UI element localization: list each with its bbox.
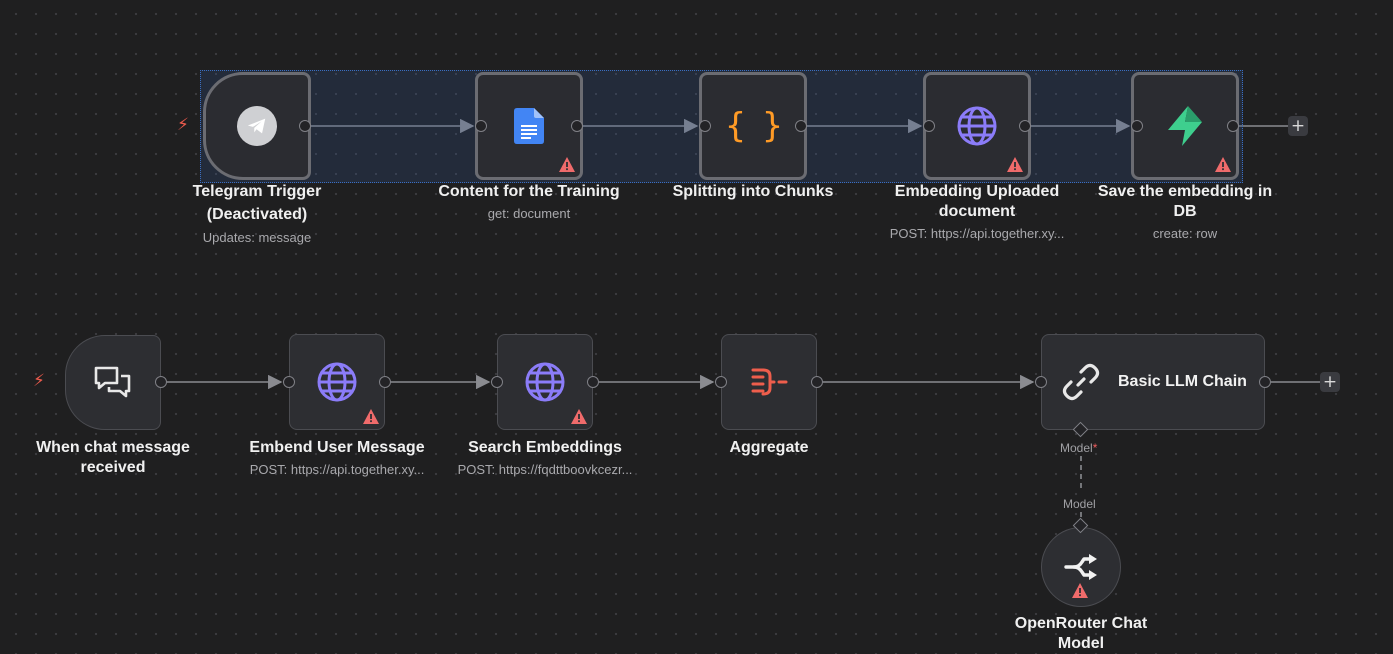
globe-icon xyxy=(525,362,565,402)
search-embeddings-subtitle: POST: https://fqdttboovkcezr... xyxy=(457,462,633,477)
split-input-handle[interactable] xyxy=(699,120,711,132)
splitting-chunks-node[interactable]: { } xyxy=(699,72,807,180)
llm-model-label: Model* xyxy=(1060,441,1098,455)
search-embeddings-title: Search Embeddings xyxy=(468,439,622,456)
embend-input-handle[interactable] xyxy=(283,376,295,388)
telegram-trigger-subtitle: Updates: message xyxy=(202,230,312,245)
search-input-handle[interactable] xyxy=(491,376,503,388)
add-node-plus-icon[interactable]: + xyxy=(1320,372,1340,392)
globe-icon xyxy=(957,106,997,146)
globe-icon xyxy=(317,362,357,402)
aggregate-icon xyxy=(751,368,788,396)
content-training-subtitle: get: document xyxy=(487,206,571,221)
openrouter-icon xyxy=(1064,554,1097,580)
warning-icon xyxy=(363,409,379,424)
embend-user-message-title: Embend User Message xyxy=(249,439,425,456)
embedding-uploaded-subtitle: POST: https://api.together.xy... xyxy=(889,226,1065,241)
telegram-trigger-node[interactable] xyxy=(203,72,311,180)
embedding-uploaded-node[interactable] xyxy=(923,72,1031,180)
save-input-handle[interactable] xyxy=(1131,120,1143,132)
warning-icon xyxy=(1215,157,1231,172)
chat-trigger-node[interactable] xyxy=(65,335,161,430)
warning-icon xyxy=(571,409,587,424)
telegram-output-handle[interactable] xyxy=(299,120,311,132)
telegram-trigger-title: Telegram Trigger(Deactivated) xyxy=(192,183,322,223)
embend-user-message-subtitle: POST: https://api.together.xy... xyxy=(249,462,425,477)
embend-output-handle[interactable] xyxy=(379,376,391,388)
embed-doc-output-handle[interactable] xyxy=(1019,120,1031,132)
link-icon xyxy=(1062,363,1100,401)
content-input-handle[interactable] xyxy=(475,120,487,132)
search-output-handle[interactable] xyxy=(587,376,599,388)
content-training-node[interactable] xyxy=(475,72,583,180)
splitting-chunks-title: Splitting into Chunks xyxy=(672,183,834,200)
code-braces-icon: { } xyxy=(725,106,782,146)
model-edge-label: Model xyxy=(1063,497,1096,511)
google-docs-icon xyxy=(514,108,544,144)
chat-trigger-bolt-icon: ⚡ xyxy=(33,371,45,391)
trigger-bolt-icon: ⚡ xyxy=(177,115,189,135)
warning-icon xyxy=(559,157,575,172)
aggregate-node[interactable] xyxy=(721,334,817,430)
aggregate-input-handle[interactable] xyxy=(715,376,727,388)
save-output-handle[interactable] xyxy=(1227,120,1239,132)
llm-input-handle[interactable] xyxy=(1035,376,1047,388)
basic-llm-chain-node[interactable]: Basic LLM Chain xyxy=(1041,334,1265,430)
save-embedding-node[interactable] xyxy=(1131,72,1239,180)
content-output-handle[interactable] xyxy=(571,120,583,132)
openrouter-chat-model-node[interactable] xyxy=(1041,527,1121,607)
llm-output-handle[interactable] xyxy=(1259,376,1271,388)
add-node-plus-icon[interactable]: + xyxy=(1288,116,1308,136)
basic-llm-chain-title: Basic LLM Chain xyxy=(1118,373,1247,390)
save-embedding-subtitle: create: row xyxy=(1152,226,1218,241)
aggregate-output-handle[interactable] xyxy=(811,376,823,388)
embend-user-message-node[interactable] xyxy=(289,334,385,430)
connection-lines xyxy=(167,118,1320,520)
search-embeddings-node[interactable] xyxy=(497,334,593,430)
warning-icon xyxy=(1072,583,1088,598)
content-training-title: Content for the Training xyxy=(438,183,620,200)
warning-icon xyxy=(1007,157,1023,172)
split-output-handle[interactable] xyxy=(795,120,807,132)
chat-icon xyxy=(94,366,131,397)
aggregate-title: Aggregate xyxy=(729,439,809,456)
supabase-icon xyxy=(1168,106,1202,146)
chat-output-handle[interactable] xyxy=(155,376,167,388)
embed-doc-input-handle[interactable] xyxy=(923,120,935,132)
telegram-icon xyxy=(237,106,277,146)
